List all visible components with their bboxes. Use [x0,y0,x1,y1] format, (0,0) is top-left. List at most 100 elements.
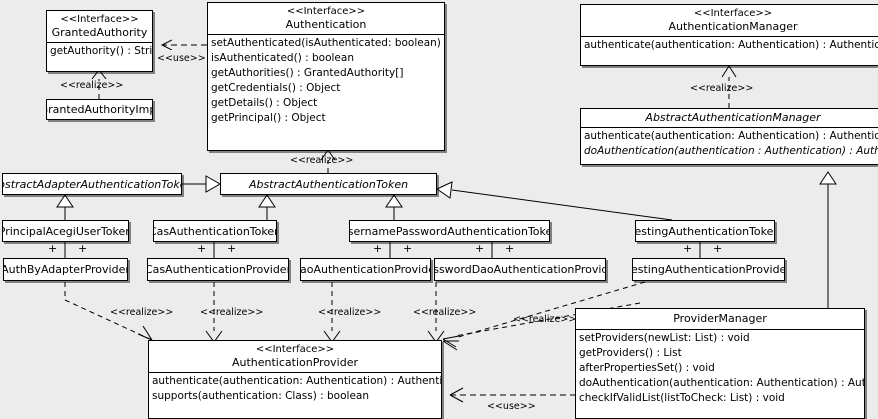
class-name: PasswordDaoAuthenticationProvider [434,263,605,276]
class-name: UsernamePasswordAuthenticationToken [349,224,550,238]
class-granted-authority-impl[interactable]: GrantedAuthorityImpl [46,99,153,120]
class-header: TestingAuthenticationProvider [633,259,784,280]
class-header: DaoAuthenticationProvider [301,259,430,280]
association-end-marker: + [48,242,58,255]
class-name: AbstractAuthenticationToken [248,177,409,191]
generalization-abstractadaptertoken-to-abstractauthenticationtoken [182,175,222,193]
class-name: CasAuthenticationProvider [147,263,289,276]
edge-label-realize-cas: <<realize>> [200,307,264,318]
generalization-providermanager-to-abstractauthenticationmanager [819,171,837,308]
edge-label-realize-testing: <<realize>> [513,314,577,325]
class-abstract-authentication-manager[interactable]: AbstractAuthenticationManager authentica… [580,108,878,165]
edge-label-realize-authbyadapter: <<realize>> [110,307,174,318]
edge-label-realize-passworddao: <<realize>> [413,307,477,318]
operation: checkIfValidList(listToCheck: List) : vo… [579,392,785,404]
class-cas-authentication-token[interactable]: CasAuthenticationToken [153,220,277,242]
class-name: TestingAuthenticationProvider [632,263,785,276]
operation: getDetails() : Object [211,97,318,109]
association-end-marker: + [403,242,413,255]
class-name: AbstractAuthenticationManager [645,111,821,124]
class-name: GrantedAuthority [51,26,148,39]
class-name: AuthenticationManager [668,20,798,33]
association-end-marker: + [78,242,88,255]
class-name: AuthByAdapterProvider [3,263,128,276]
operation: setAuthenticated(isAuthenticated: boolea… [211,37,444,49]
class-testing-authentication-token[interactable]: TestingAuthenticationToken [635,220,775,242]
class-header: GrantedAuthorityImpl [47,100,152,119]
class-auth-by-adapter-provider[interactable]: AuthByAdapterProvider [3,258,128,281]
class-header: CasAuthenticationProvider [148,259,288,280]
operation: authenticate(authentication: Authenticat… [584,130,878,142]
class-abstract-adapter-authentication-token[interactable]: AbstractAdapterAuthenticationToken [2,173,182,195]
class-stereotype: <<Interface>> [255,344,335,355]
class-name: CasAuthenticationToken [153,224,277,238]
operation: authenticate(authentication: Authenticat… [152,375,442,387]
association-end-marker: + [505,242,515,255]
realization-authbyadapterprovider-to-authenticationprovider [64,282,153,341]
generalization-testingauthenticationtoken-to-abstractauthenticationtoken [435,181,673,221]
class-stereotype: <<Interface>> [60,14,139,25]
edge-label-use-providermanager-authenticationprovider: <<use>> [487,401,536,412]
class-authentication[interactable]: <<Interface>> Authentication setAuthenti… [207,2,445,151]
class-header: AuthByAdapterProvider [4,259,127,280]
operations-compartment: authenticate(authentication: Authenticat… [581,127,878,160]
class-name: AuthenticationProvider [231,356,359,369]
class-authentication-manager[interactable]: <<Interface>> AuthenticationManager auth… [580,4,878,66]
class-header: TestingAuthenticationToken [636,221,774,241]
operation: getCredentials() : Object [211,82,341,94]
class-name: GrantedAuthorityImpl [46,103,152,116]
class-authentication-provider[interactable]: <<Interface>> AuthenticationProvider aut… [148,340,442,419]
association-end-marker: + [475,242,485,255]
class-header: AbstractAdapterAuthenticationToken [3,174,181,194]
association-end-marker: + [227,242,237,255]
edge-label-realize-abstractauthenticationtoken: <<realize>> [290,155,354,166]
class-granted-authority[interactable]: <<Interface>> GrantedAuthority getAuthor… [46,10,153,72]
class-username-password-authentication-token[interactable]: UsernamePasswordAuthenticationToken [349,220,550,242]
operations-compartment: getAuthority() : String [47,42,152,60]
class-header: UsernamePasswordAuthenticationToken [350,221,549,241]
association-end-marker: + [197,242,207,255]
class-header: AbstractAuthenticationManager [581,109,878,127]
class-name: PrincipalAcegiUserToken [2,224,129,238]
operation: authenticate(authentication: Authenticat… [584,39,878,51]
operation: getProviders() : List [579,347,682,359]
class-header: <<Interface>> GrantedAuthority [47,11,152,42]
realization-abstractauthenticationmanager-to-authenticationmanager [721,65,737,108]
class-password-dao-authentication-provider[interactable]: PasswordDaoAuthenticationProvider [434,258,606,281]
edge-label-use-authentication-grantedauthority: <<use>> [157,53,206,64]
class-abstract-authentication-token[interactable]: AbstractAuthenticationToken [220,173,437,195]
operation: getPrincipal() : Object [211,112,326,124]
class-header: PasswordDaoAuthenticationProvider [435,259,605,280]
class-header: <<Interface>> AuthenticationProvider [149,341,441,372]
class-name: AbstractAdapterAuthenticationToken [3,177,181,191]
generalization-principalacegiusertoken-to-abstractadaptertoken [56,194,74,220]
class-provider-manager[interactable]: ProviderManager setProviders(newList: Li… [575,308,865,419]
operations-compartment: setProviders(newList: List) : void getPr… [576,329,864,407]
class-stereotype: <<Interface>> [286,6,366,17]
operations-compartment: setAuthenticated(isAuthenticated: boolea… [208,34,444,127]
edge-label-realize-dao: <<realize>> [318,307,382,318]
class-header: <<Interface>> AuthenticationManager [581,5,878,36]
class-header: AbstractAuthenticationToken [221,174,436,194]
class-header: CasAuthenticationToken [154,221,276,241]
operation: setProviders(newList: List) : void [579,332,750,344]
class-testing-authentication-provider[interactable]: TestingAuthenticationProvider [632,258,785,281]
operation: supports(authentication: Class) : boolea… [152,390,369,402]
class-header: ProviderManager [576,309,864,329]
class-principal-acegi-user-token[interactable]: PrincipalAcegiUserToken [2,220,129,242]
operation: doAuthentication(authentication: Authent… [579,377,865,389]
dependency-providermanager-to-authenticationprovider [449,387,576,403]
class-header: PrincipalAcegiUserToken [3,221,128,241]
edge-label-realize-grantedauthorityimpl: <<realize>> [60,80,124,91]
generalization-usernamepasswordtoken-to-abstractauthenticationtoken [385,194,403,220]
class-dao-authentication-provider[interactable]: DaoAuthenticationProvider [300,258,431,281]
operation: isAuthenticated() : boolean [211,52,354,64]
class-name: TestingAuthenticationToken [635,224,775,238]
operation: afterPropertiesSet() : void [579,362,715,374]
class-cas-authentication-provider[interactable]: CasAuthenticationProvider [147,258,289,281]
operation: doAuthentication(authentication : Authen… [584,145,878,157]
class-header: <<Interface>> Authentication [208,3,444,34]
class-name: Authentication [285,18,367,31]
association-end-marker: + [713,242,723,255]
